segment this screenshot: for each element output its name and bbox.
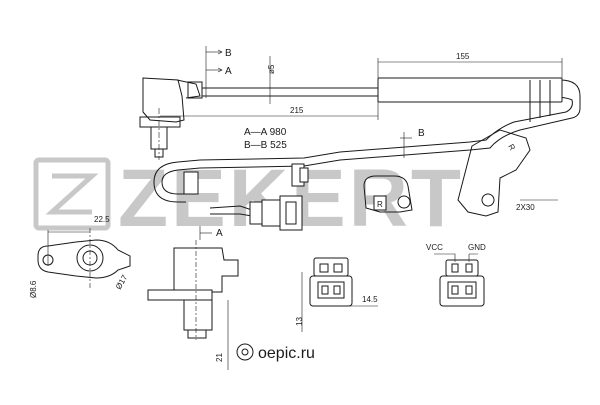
sensor-side-view [139,77,203,160]
connector-front-view: 14.5 13 [295,257,378,332]
mounting-bracket: R R 2X30 [363,129,558,217]
legend-b: B—B 525 [244,140,287,151]
dim-21: 21 [215,353,224,362]
section-a-label-top: A [225,66,232,77]
cable-clips [183,163,309,195]
dim-155: 155 [456,52,470,61]
dim-13: 13 [295,317,304,326]
dimension-lines: 155 215 ø5 B A B A [160,46,563,240]
sensor-front-view: 21 [147,240,239,370]
legend-a: A—A 980 [244,127,287,138]
footer-domain: oepic.ru [258,345,315,362]
marker-r2: R [506,143,517,153]
dim-d8-6: Ø8.6 [29,280,38,298]
section-legend: A—A 980 B—B 525 [244,127,287,151]
zekert-logo-icon [33,157,111,231]
cable-main [153,77,581,203]
section-a-label-low: A [216,228,223,239]
section-b-label-top: B [225,48,232,59]
dim-d5: ø5 [267,64,276,74]
pinout-connector: VCC GND [426,243,486,307]
pin-gnd: GND [468,243,486,252]
marker-r1: R [377,200,383,209]
dim-215: 215 [290,106,304,115]
section-b-label-mid: B [418,128,425,139]
connector-plug [209,195,303,231]
dim-22-5: 22.5 [94,215,110,224]
dim-14-5: 14.5 [362,295,378,304]
pin-vcc: VCC [426,243,443,252]
dim-2x30: 2X30 [516,203,535,212]
dim-d17: Ø17 [114,273,130,291]
footer-brand: oepic.ru [236,343,315,362]
